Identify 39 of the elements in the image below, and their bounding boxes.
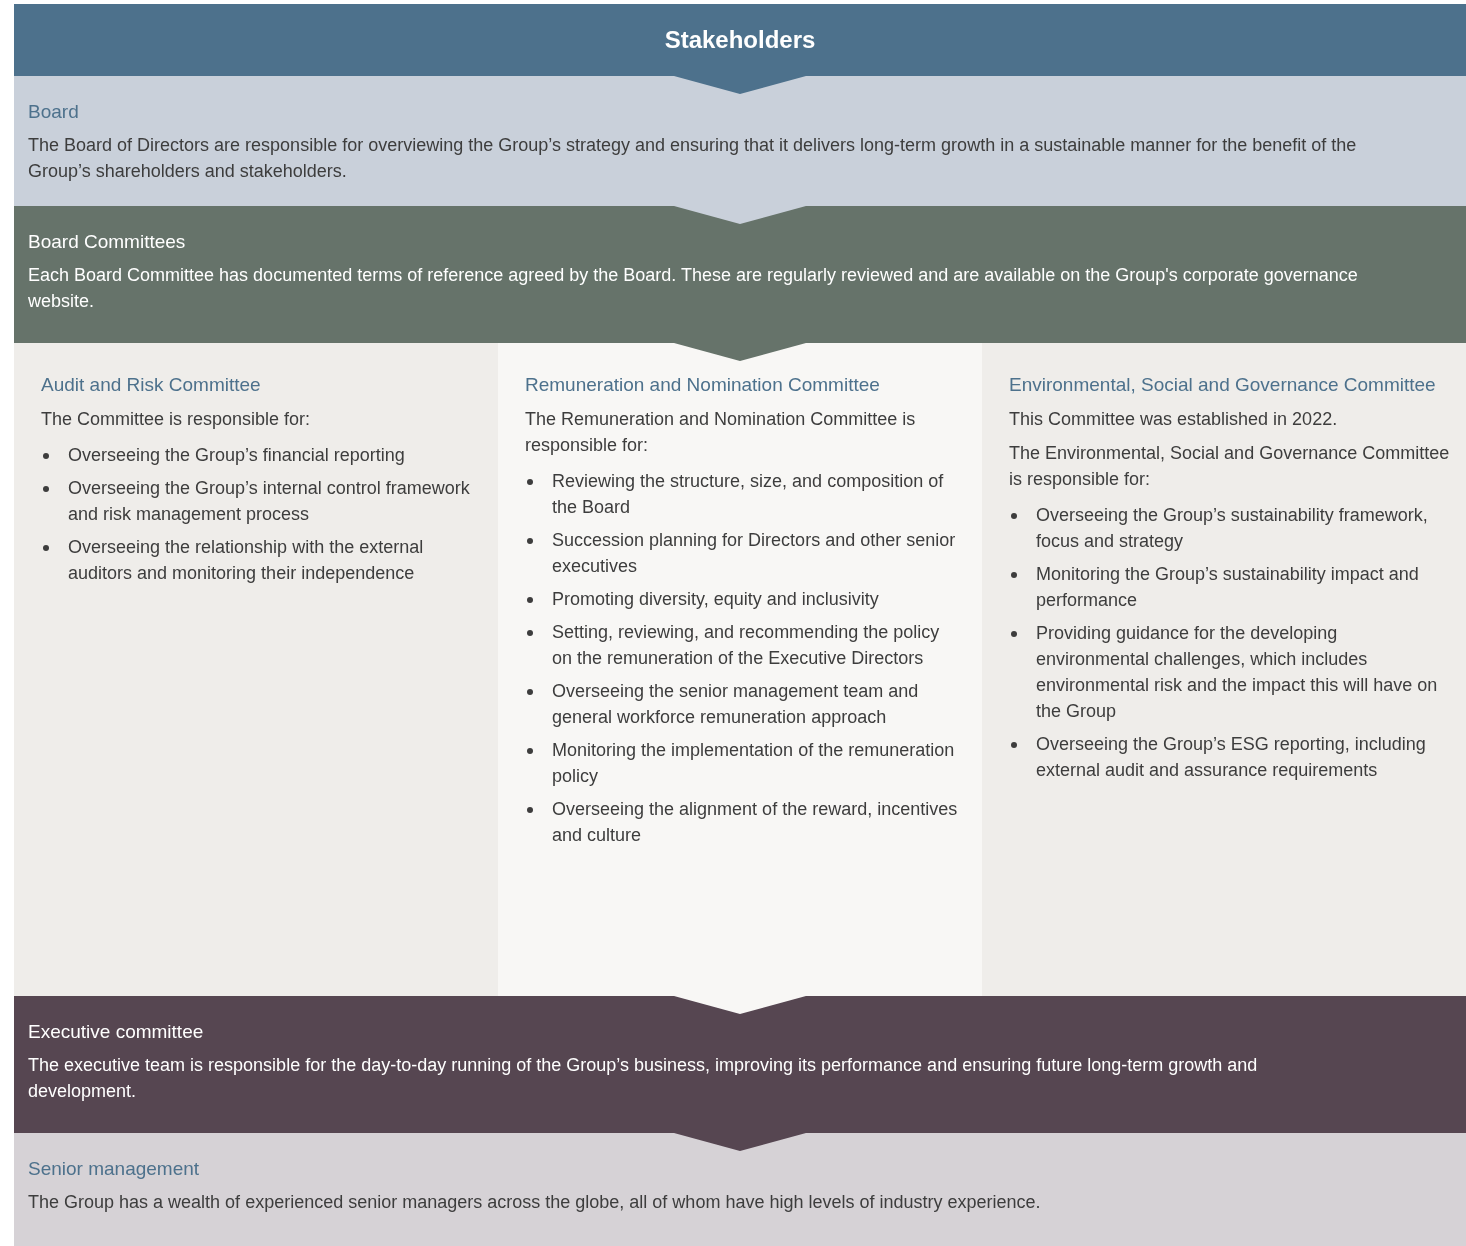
committee-description: The Remuneration and Nomination Committee is responsible for: xyxy=(525,408,917,457)
responsibility-item: Overseeing the relationship with the external auditors and monitoring their independence xyxy=(68,536,425,585)
header-title: Stakeholders xyxy=(664,25,816,55)
responsibility-item: Overseeing the senior management team and general workforce remuneration approach xyxy=(552,680,920,729)
responsibility-item: Providing guidance for the developing environmental challenges, which includes environmental risk and the impact this will have on the Group xyxy=(1036,622,1439,723)
section-description: The Group has a wealth of experienced senior managers across the globe, all of whom have high levels of industry experience. xyxy=(28,1191,1042,1214)
responsibility-item: Setting, reviewing, and recommending the policy on the remuneration of the Executive Directors xyxy=(552,621,941,670)
chevron-arrow xyxy=(674,996,806,1014)
section-band xyxy=(14,1133,1466,1246)
chevron-arrow xyxy=(674,343,806,361)
chevron-arrow xyxy=(674,76,806,94)
section-heading: Board xyxy=(28,100,80,124)
committee-description: The Environmental, Social and Governance Committee is responsible for: xyxy=(1009,442,1450,491)
section-heading: Board Committees xyxy=(28,230,187,254)
committee-panel xyxy=(498,343,982,996)
committee-heading: Environmental, Social and Governance Committee xyxy=(1009,373,1437,397)
section-description: The executive team is responsible for the day-to-day running of the Group’s business, improving its performance and ensuring future long-term growth and development. xyxy=(28,1054,1259,1103)
committee-heading: Audit and Risk Committee xyxy=(41,373,262,397)
responsibility-item: Monitoring the Group’s sustainability impact and performance xyxy=(1036,563,1420,612)
responsibility-item: Succession planning for Directors and other senior executives xyxy=(552,529,957,578)
section-heading: Senior management xyxy=(28,1157,201,1181)
committee-description: This Committee was established in 2022. xyxy=(1009,408,1339,431)
chevron-arrow xyxy=(674,1133,806,1151)
section-heading: Executive committee xyxy=(28,1020,205,1044)
chevron-arrow xyxy=(674,206,806,224)
responsibility-item: Promoting diversity, equity and inclusivity xyxy=(552,588,879,611)
responsibility-item: Overseeing the Group’s internal control framework and risk management process xyxy=(68,477,471,526)
responsibility-item: Overseeing the Group’s ESG reporting, including external audit and assurance requirements xyxy=(1036,733,1427,782)
section-description: Each Board Committee has documented terms of reference agreed by the Board. These are regularly reviewed and are available on the Group's corporate governance website. xyxy=(28,264,1359,313)
responsibility-item: Overseeing the Group’s sustainability framework, focus and strategy xyxy=(1036,504,1429,553)
responsibility-item: Overseeing the alignment of the reward, incentives and culture xyxy=(552,798,959,847)
committee-heading: Remuneration and Nomination Committee xyxy=(525,373,881,397)
responsibility-item: Monitoring the implementation of the remuneration policy xyxy=(552,739,956,788)
committee-description: The Committee is responsible for: xyxy=(41,408,312,431)
responsibility-item: Overseeing the Group’s financial reporting xyxy=(68,444,405,467)
committee-panel xyxy=(14,343,498,996)
responsibility-item: Reviewing the structure, size, and composition of the Board xyxy=(552,470,945,519)
section-description: The Board of Directors are responsible for overviewing the Group’s strategy and ensuring that it delivers long-term growth in a sustainable manner for the benefit of the Group’s shareholders and stakeholders. xyxy=(28,134,1358,183)
committee-panel xyxy=(982,343,1466,996)
